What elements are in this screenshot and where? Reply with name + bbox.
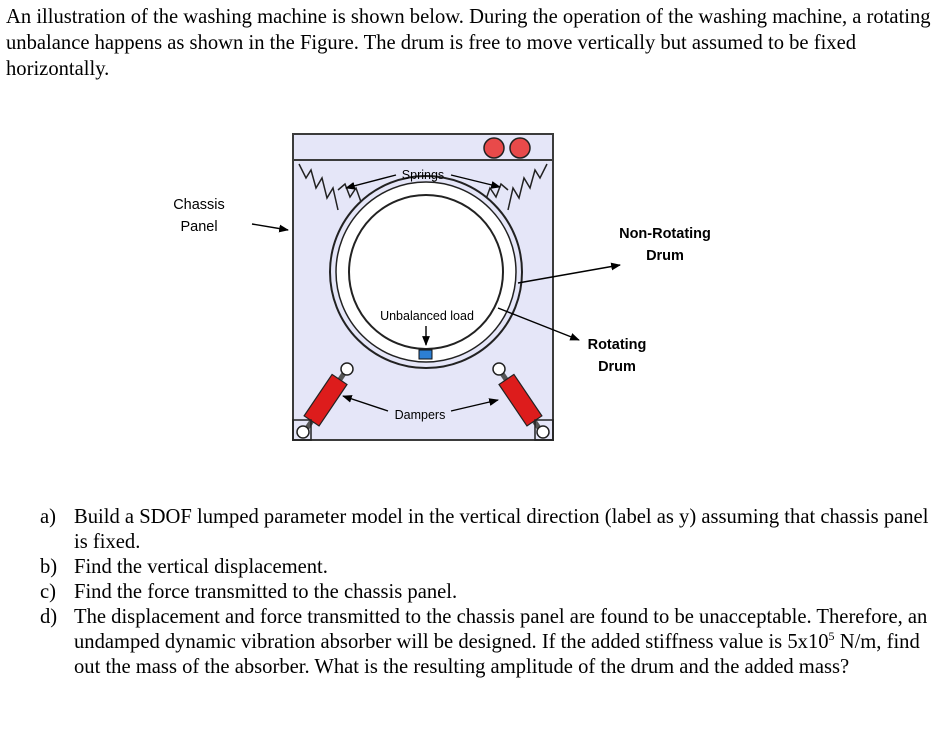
question-text-part: N/m, find out the mass of the absorber. … [74, 631, 920, 678]
question-item: a) Build a SDOF lumped parameter model i… [40, 505, 935, 555]
question-label: d) [40, 606, 58, 628]
question-label: b) [40, 556, 58, 578]
nonrotating-label-line1: Non-Rotating [619, 226, 711, 242]
question-text-part: The displacement and force transmitted t… [74, 606, 928, 653]
springs-arrow-left [345, 174, 397, 190]
damper-left [292, 362, 354, 441]
question-label: c) [40, 581, 56, 603]
springs-label: Springs [402, 168, 444, 182]
question-label: a) [40, 506, 56, 528]
dampers-label: Dampers [395, 408, 446, 422]
spring-right-inner [484, 182, 509, 203]
dampers-arrow-right [450, 398, 499, 412]
spring-left-inner [337, 182, 362, 203]
question-item: d) The displacement and force transmitte… [40, 605, 935, 680]
nonrotating-arrow [517, 262, 621, 284]
exponent: 5 [828, 629, 835, 644]
springs-arrow-right [450, 174, 501, 189]
control-knob [483, 137, 505, 159]
dampers-arrow-left [342, 395, 389, 412]
rotating-label-line1: Rotating [588, 337, 647, 353]
question-text: The displacement and force transmitted t… [74, 605, 935, 680]
unbalanced-load-block [418, 349, 433, 360]
question-item: c) Find the force transmitted to the cha… [40, 580, 935, 605]
chassis-arrow [251, 223, 289, 233]
nonrotating-label-line2: Drum [646, 248, 684, 264]
rotating-arrow [497, 307, 580, 341]
damper-right [492, 362, 554, 441]
question-text: Find the vertical displacement. [74, 556, 328, 578]
spring-right-coil [507, 163, 548, 211]
chassis-label-line1: Chassis [173, 197, 225, 213]
question-list: a) Build a SDOF lumped parameter model i… [40, 505, 935, 680]
question-text: Build a SDOF lumped parameter model in t… [74, 506, 929, 553]
problem-intro: An illustration of the washing machine i… [6, 6, 931, 80]
rotating-label-line2: Drum [598, 359, 636, 375]
spring-left-coil [298, 163, 339, 211]
rotating-drum [348, 194, 504, 350]
chassis-label-line2: Panel [180, 219, 217, 235]
unbalanced-load-label: Unbalanced load [380, 309, 474, 323]
question-item: b) Find the vertical displacement. [40, 555, 935, 580]
control-knob [509, 137, 531, 159]
question-text: Find the force transmitted to the chassi… [74, 581, 458, 603]
